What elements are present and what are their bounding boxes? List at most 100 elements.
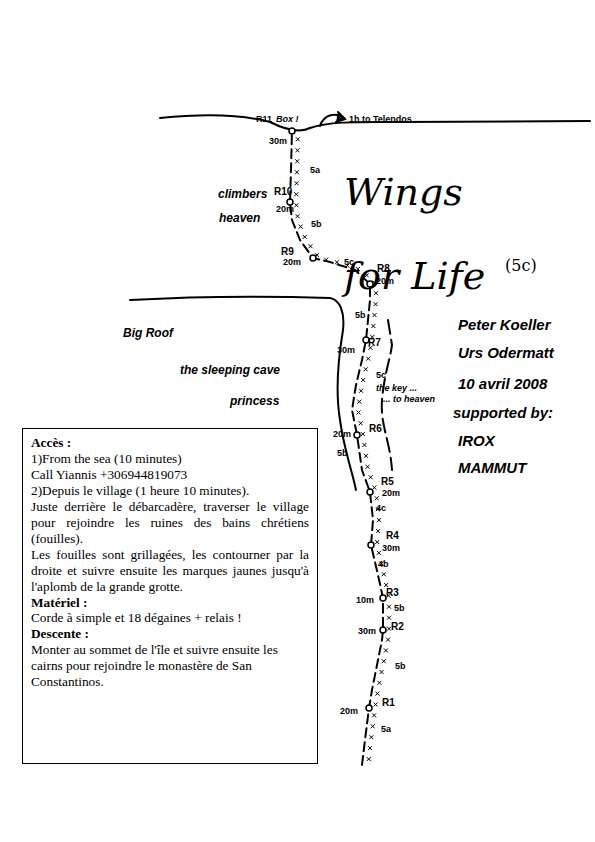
pitch-grade: 5b — [311, 220, 322, 229]
bolt-mark — [361, 432, 365, 436]
bolt-mark — [368, 746, 372, 750]
belay-number: R6 — [369, 424, 382, 434]
pitch-grade: 5c — [376, 371, 386, 380]
pitch-length: 20m — [340, 707, 358, 716]
section-heading: Accès : — [31, 435, 309, 451]
bolt-mark — [382, 572, 386, 576]
pitch-grade: 4b — [378, 560, 389, 569]
bolt-mark — [374, 302, 378, 306]
section-text: Juste derrière le débarcadère, traverser… — [31, 499, 309, 547]
belay-number: R1 — [382, 698, 395, 708]
info-box: Accès :1)From the sea (10 minutes)Call Y… — [22, 428, 318, 764]
pitch-grade: 5b — [355, 311, 366, 320]
pitch-length: 20m — [333, 430, 351, 439]
topo-note: the key ... — [376, 384, 417, 393]
topo-note: ... to heaven — [383, 395, 435, 404]
topo-note: 10 avril 2008 — [458, 376, 547, 391]
belay-number: R3 — [386, 588, 399, 598]
pitch-grade: 5b — [337, 449, 348, 458]
topo-note: Big Roof — [123, 327, 173, 339]
arrow-head — [336, 112, 345, 122]
pitch-length: 10m — [356, 596, 374, 605]
section-text: 1)From the sea (10 minutes) — [31, 451, 309, 467]
pitch-length: 20m — [382, 489, 400, 498]
bolt-mark — [324, 258, 328, 262]
bolt-mark — [296, 148, 300, 152]
topo-note: Peter Koeller — [458, 317, 551, 332]
pitch-length: 20m — [283, 258, 301, 267]
bolt-mark — [367, 757, 371, 761]
section-heading: Descente : — [31, 626, 309, 642]
section-text: Les fouilles sont grillagées, les contou… — [31, 547, 309, 595]
bolt-mark — [387, 605, 391, 609]
belay-number: R11 — [256, 115, 272, 124]
belay-number: R8 — [377, 264, 390, 274]
pitch-length: 30m — [358, 627, 376, 636]
topo-note: MAMMUT — [458, 460, 526, 475]
topo-note: Urs Odermatt — [458, 345, 554, 360]
route-title: Wings for Life — [344, 150, 494, 318]
belay-station — [367, 489, 373, 495]
pitch-length: 30m — [382, 544, 400, 553]
bolt-mark — [384, 583, 388, 587]
bolt-mark — [294, 192, 298, 196]
bolt-mark — [357, 411, 361, 415]
topo-note: the sleeping cave — [180, 364, 280, 376]
topo-note: heaven — [219, 212, 260, 224]
belay-number: R9 — [281, 247, 294, 257]
bolt-mark — [357, 400, 361, 404]
bolt-mark — [299, 225, 303, 229]
topo-note: IROX — [458, 433, 495, 448]
bolt-mark — [359, 389, 363, 393]
belay-number: R5 — [381, 477, 394, 487]
belay-station — [310, 255, 316, 261]
bolt-mark — [359, 421, 363, 425]
pitch-length: 20m — [376, 277, 394, 286]
bolt-mark — [380, 670, 384, 674]
bolt-mark — [296, 214, 300, 218]
bolt-mark — [377, 551, 381, 555]
bolt-mark — [372, 313, 376, 317]
bolt-mark — [382, 659, 386, 663]
belay-number: R7 — [368, 338, 381, 348]
bolt-mark — [295, 181, 299, 185]
bolt-mark — [296, 137, 300, 141]
bolt-mark — [371, 724, 375, 728]
belay-number: R4 — [386, 531, 399, 541]
bolt-mark — [362, 443, 366, 447]
bolt-mark — [335, 260, 339, 264]
section-text: 2)Depuis le village (1 heure 10 minutes)… — [31, 483, 309, 499]
bolt-mark — [308, 244, 312, 248]
bolt-mark — [387, 616, 391, 620]
topo-note: climbers — [218, 188, 267, 200]
pitch-grade: 5b — [394, 604, 405, 613]
section-text: Call Yiannis +306944819073 — [31, 467, 309, 483]
bolt-mark — [364, 454, 368, 458]
belay-station — [380, 595, 386, 601]
belay-number: R2 — [391, 622, 404, 632]
belay-station — [354, 432, 360, 438]
section-text: Monter au sommet de l'île et suivre ensu… — [31, 642, 309, 690]
bolt-mark — [294, 203, 298, 207]
belay-station — [368, 542, 374, 548]
bolt-mark — [377, 518, 381, 522]
bolt-mark — [364, 367, 368, 371]
bolt-mark — [303, 235, 307, 239]
summit-ridge — [160, 115, 590, 130]
bolt-mark — [371, 324, 375, 328]
pitch-length: 30m — [269, 137, 287, 146]
topo-note: princess — [230, 395, 279, 407]
section-heading: Matériel : — [31, 595, 309, 611]
bolt-mark — [295, 170, 299, 174]
pitch-length: 30m — [337, 346, 355, 355]
bolt-mark — [374, 702, 378, 706]
bolt-mark — [377, 681, 381, 685]
topo-note: supported by: — [453, 405, 553, 420]
bolt-mark — [366, 465, 370, 469]
bolt-mark — [369, 735, 373, 739]
belay-station — [380, 627, 386, 633]
bolt-mark — [372, 486, 376, 490]
bolt-mark — [386, 638, 390, 642]
belay-number: R10 — [274, 187, 292, 197]
belay-station — [289, 128, 295, 134]
